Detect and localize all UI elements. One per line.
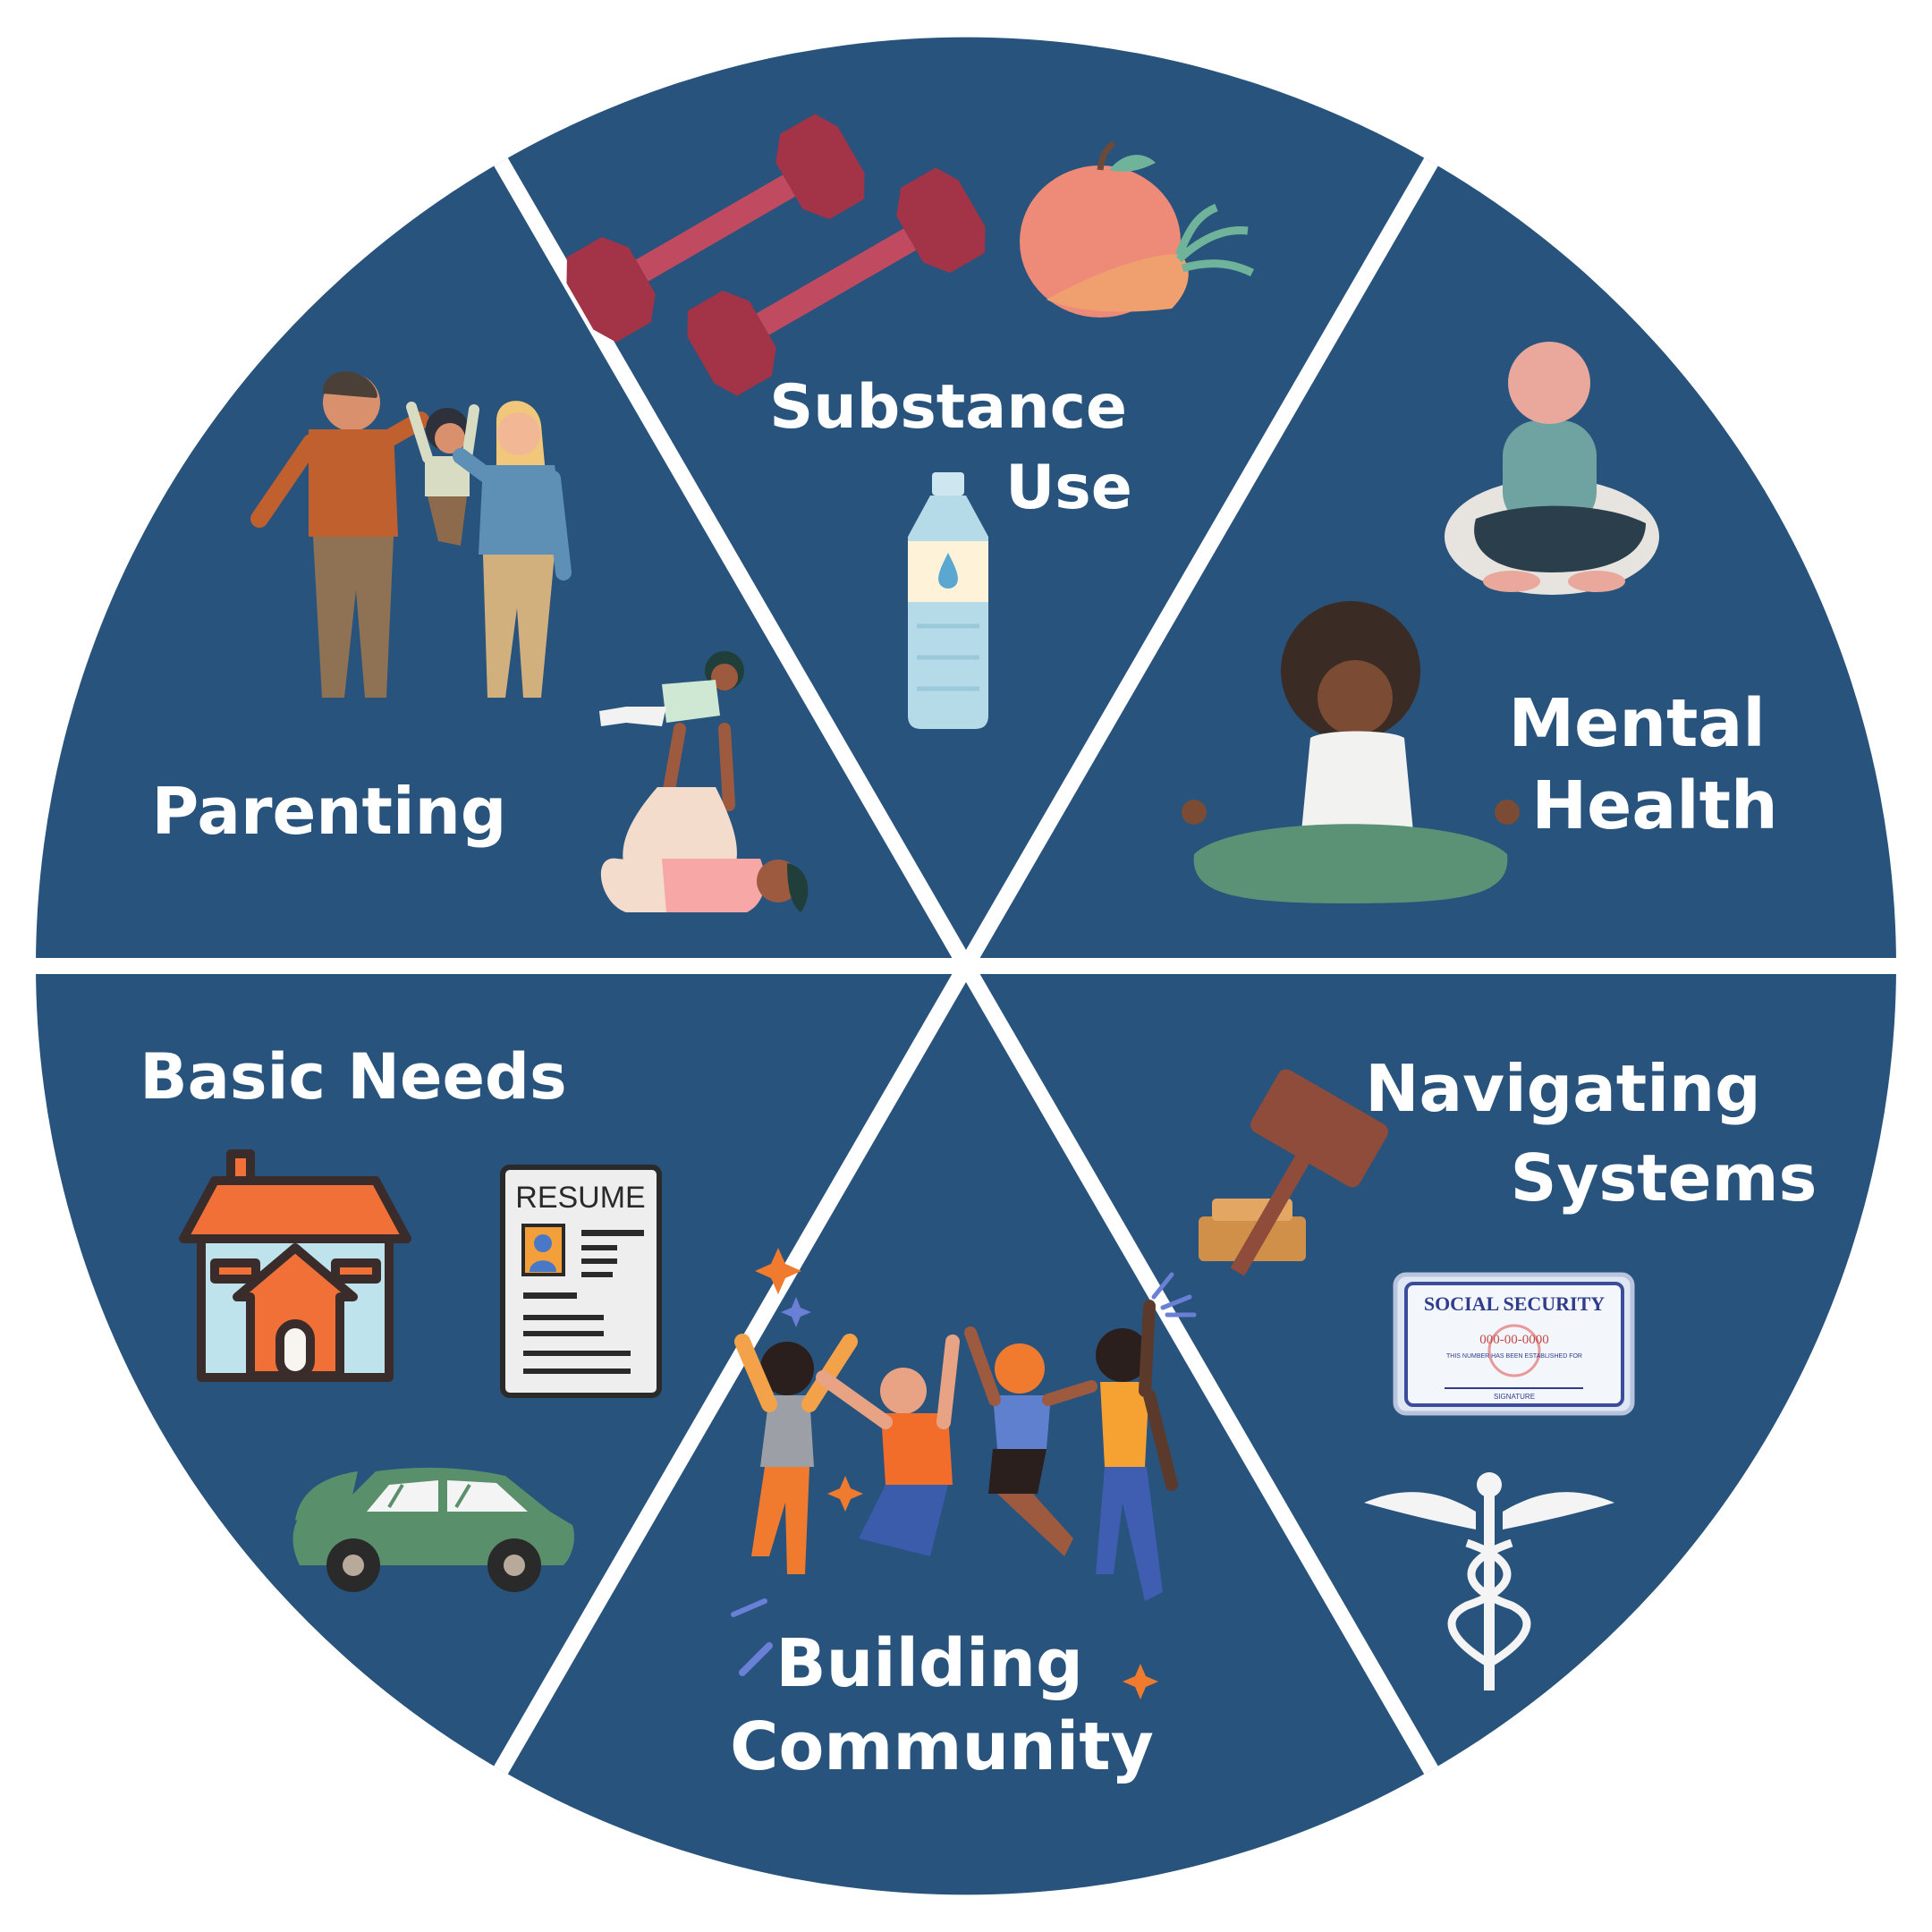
label-mental-health: Mental Health [1509,685,1789,844]
divider-line [494,962,973,1775]
car-icon [292,1467,574,1592]
meditating-woman-icon [1182,601,1520,903]
card-subtitle: THIS NUMBER HAS BEEN ESTABLISHED FOR [1446,1353,1582,1360]
label-parenting: Parenting [152,774,507,849]
dumbbells-icon [566,114,986,396]
card-signature: SIGNATURE [1494,1393,1535,1401]
label-line: Mental [1509,685,1766,762]
label-line: Systems [1511,1140,1818,1216]
segment-labels: Substance Use Mental Health Navigating S… [140,372,1817,1785]
resume-label: RESUME [515,1181,645,1215]
segment-building-community [501,966,1431,1895]
family-icon [250,371,572,698]
label-substance-use: Substance Use [769,372,1148,523]
card-number: 000-00-0000 [1479,1333,1549,1347]
divider-line [959,157,1438,970]
resume-icon: RESUME [500,1165,662,1398]
label-line: Parenting [152,774,507,849]
jumping-people-icon [731,1248,1197,1699]
gavel-icon [1199,1069,1388,1276]
water-bottle-icon [908,472,988,729]
label-navigating-systems: Navigating Systems [1365,1051,1817,1216]
label-line: Navigating [1365,1051,1760,1126]
divider-line [959,962,1438,1775]
label-line: Substance [769,372,1127,443]
label-line: Building [775,1625,1083,1702]
label-building-community: Building Community [730,1625,1154,1785]
label-line: Community [730,1708,1154,1785]
social-security-card-icon: SOCIAL SECURITY 000-00-0000 THIS NUMBER … [1393,1272,1635,1416]
meditating-person-icon [1445,342,1659,595]
segment-mental-health [966,162,1896,966]
label-line: Basic Needs [140,1040,566,1114]
carrot-icon [1046,203,1255,312]
house-icon [179,1149,411,1382]
label-line: Health [1531,767,1777,844]
caduceus-icon [1364,1472,1614,1690]
label-basic-needs: Basic Needs [140,1040,566,1114]
card-title: SOCIAL SECURITY [1424,1292,1605,1315]
label-line: Use [1005,453,1132,523]
parent-child-play-icon [599,651,809,912]
